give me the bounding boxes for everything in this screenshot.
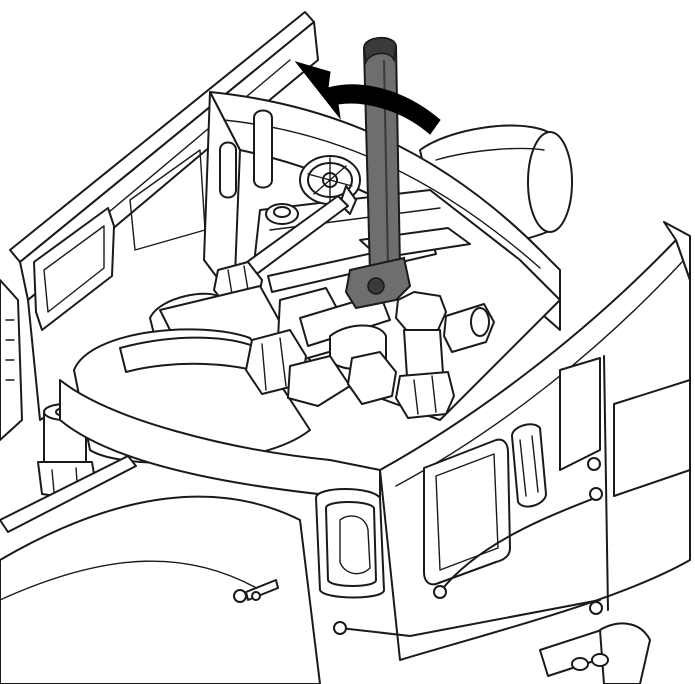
handwheel-valve — [299, 155, 361, 215]
side-grab-plate — [511, 423, 547, 508]
cab-floor-frame — [0, 379, 381, 684]
cab-left-window — [33, 207, 115, 331]
floor-bolt — [233, 579, 279, 603]
right-upright-valve — [395, 291, 455, 419]
bottom-pipes — [539, 622, 651, 684]
right-lower-panel — [559, 357, 691, 497]
rotation-arrow-icon — [294, 61, 441, 135]
top-fitting — [265, 203, 299, 225]
right-fittings — [443, 303, 495, 353]
rear-left-panel — [0, 279, 23, 441]
cab-rear-opening — [315, 488, 385, 599]
cab-left-wall — [9, 11, 319, 421]
center-valve-cluster — [245, 287, 397, 407]
handrails — [333, 355, 609, 637]
